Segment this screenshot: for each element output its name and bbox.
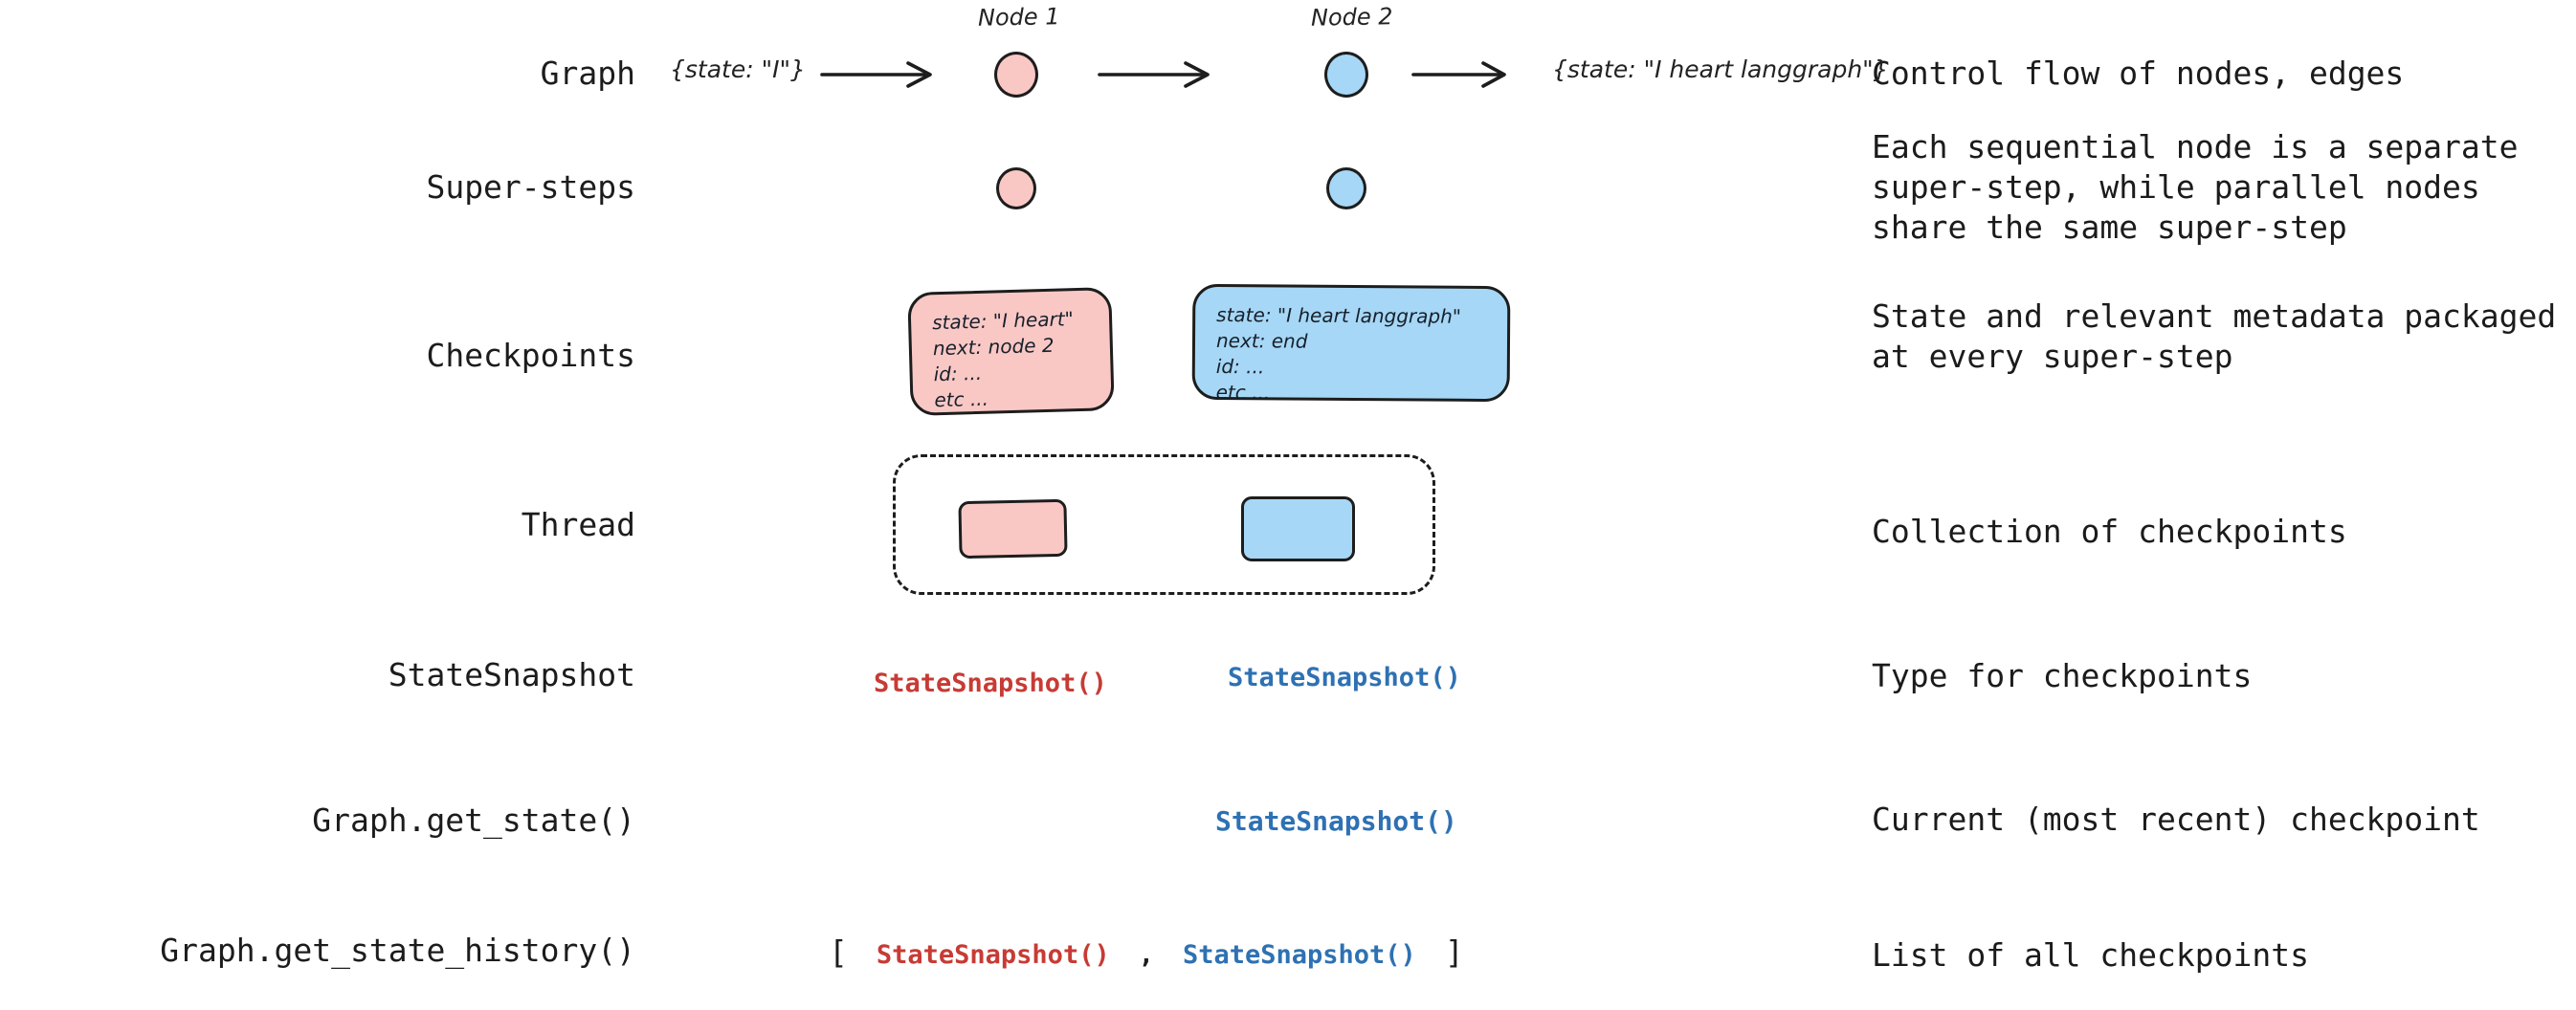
close-bracket: ] <box>1444 933 1464 971</box>
row-desc-checkpoints: State and relevant metadata packaged at … <box>1872 297 2557 375</box>
row-desc-get-state: Current (most recent) checkpoint <box>1872 801 2480 838</box>
output-state-text: {state: "I heart langgraph"} <box>1552 55 1889 83</box>
statesnapshot-blue: StateSnapshot() <box>1228 663 1461 692</box>
thread-checkpoint-blue <box>1241 496 1355 561</box>
row-label-thread: Thread <box>521 506 635 543</box>
arrow-right-icon <box>820 61 932 88</box>
row-label-super-steps: Super-steps <box>426 168 635 206</box>
row-label-get-state-history: Graph.get_state_history() <box>160 932 635 969</box>
checkpoint-blue-box: state: "I heart langgraph" next: end id:… <box>1191 283 1511 404</box>
checkpoint-blue-line: state: "I heart langgraph" <box>1216 303 1462 328</box>
open-bracket: [ <box>829 933 848 971</box>
comma-separator: , <box>1138 940 1154 970</box>
row-desc-graph: Control flow of nodes, edges <box>1872 55 2405 92</box>
row-label-checkpoints: Checkpoints <box>426 337 635 374</box>
row-desc-statesnapshot: Type for checkpoints <box>1872 657 2253 694</box>
row-desc-super-steps: Each sequential node is a separate super… <box>1872 128 2519 246</box>
node2-label: Node 2 <box>1310 3 1393 32</box>
node1-label: Node 1 <box>977 3 1060 32</box>
node2-circle <box>1324 52 1368 98</box>
row-label-statesnapshot: StateSnapshot <box>388 656 635 693</box>
row-label-get-state: Graph.get_state() <box>312 801 635 839</box>
row-label-graph: Graph <box>540 55 635 92</box>
checkpoint-pink-box: state: "I heart" next: node 2 id: ... et… <box>907 287 1115 416</box>
checkpoint-blue-line: id: ... <box>1215 355 1265 379</box>
thread-dashed-box <box>893 454 1435 595</box>
arrow-right-icon <box>1411 61 1506 88</box>
statesnapshot-current: StateSnapshot() <box>1215 805 1457 837</box>
super-step1-circle <box>996 167 1036 209</box>
checkpoint-pink-line: etc ... <box>934 386 989 412</box>
input-state-text: {state: "I"} <box>670 55 806 83</box>
state-history-list: [ StateSnapshot() , StateSnapshot() ] <box>829 933 1464 971</box>
node1-circle <box>994 52 1038 98</box>
row-desc-thread: Collection of checkpoints <box>1872 513 2347 550</box>
checkpoint-blue-line: etc ... <box>1215 381 1271 405</box>
arrow-right-icon <box>1098 61 1210 88</box>
statesnapshot-red: StateSnapshot() <box>874 669 1107 698</box>
statesnapshot-history-blue: StateSnapshot() <box>1182 940 1416 970</box>
super-step2-circle <box>1326 167 1366 209</box>
row-desc-get-state-history: List of all checkpoints <box>1872 936 2309 974</box>
checkpoint-blue-line: next: end <box>1215 329 1308 353</box>
statesnapshot-history-red: StateSnapshot() <box>876 940 1110 970</box>
thread-checkpoint-pink <box>958 498 1068 560</box>
